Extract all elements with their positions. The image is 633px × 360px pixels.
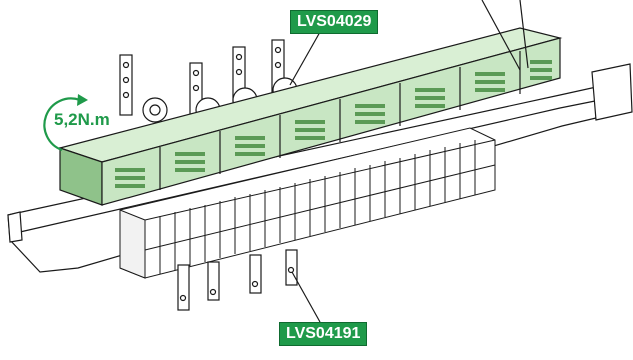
torque-arrow-head: [77, 94, 88, 106]
connection-bars-bottom: [177, 249, 298, 311]
busbar-block: [57, 27, 563, 206]
torque-arrow: [43, 97, 81, 152]
busbar-slots: [115, 60, 552, 188]
reference-callout-top: LVS04029: [290, 10, 379, 34]
leader-lines: [289, 0, 529, 323]
reference-callout-bottom: LVS04191: [279, 322, 368, 346]
circuit-breakers: [119, 127, 496, 279]
torque-label: 5,2N.m: [54, 110, 110, 129]
